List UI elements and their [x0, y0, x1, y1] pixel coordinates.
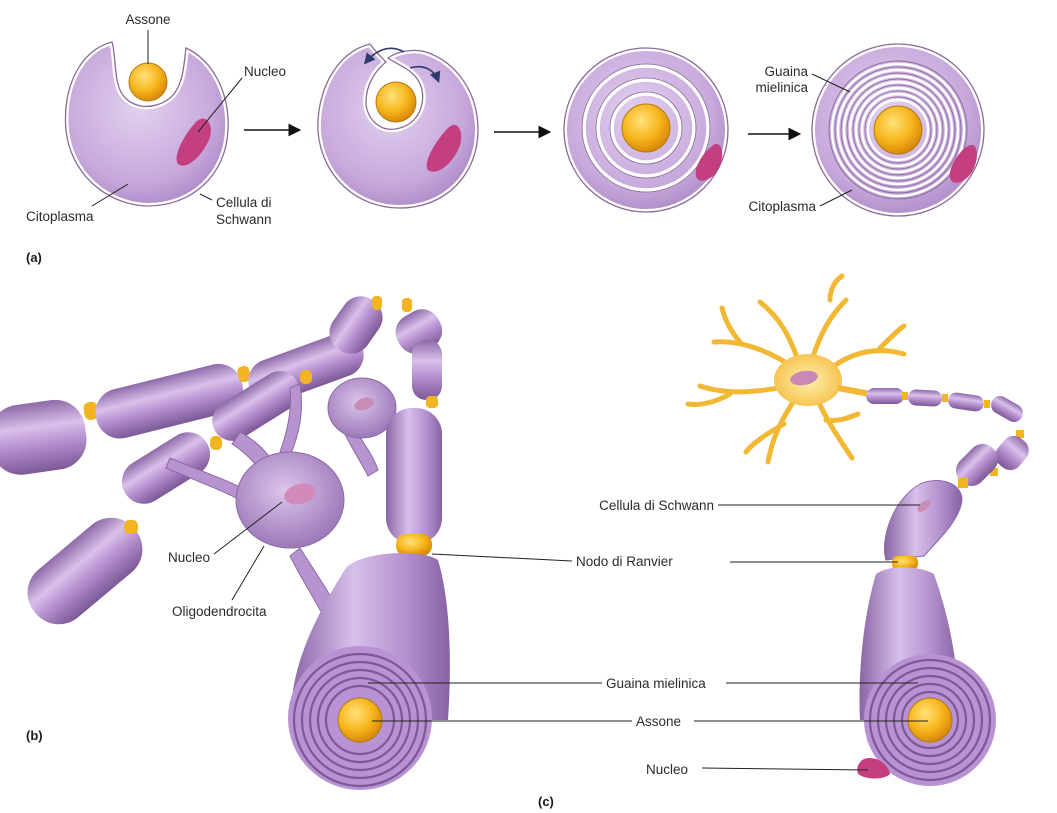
label-cellula-line2: Schwann — [216, 212, 272, 227]
label-nucleo-b: Nucleo — [120, 550, 210, 565]
stage-4-schwann-cell — [812, 44, 984, 216]
node-of-ranvier — [210, 436, 222, 450]
axon — [376, 82, 416, 122]
label-nucleo-c: Nucleo — [646, 762, 688, 777]
node-of-ranvier-b — [396, 534, 432, 556]
node-of-ranvier — [426, 396, 438, 408]
axon-b — [338, 698, 382, 742]
label-nodo-ranvier: Nodo di Ranvier — [576, 554, 673, 569]
label-nucleo-a: Nucleo — [244, 64, 286, 79]
schwann-myelinated-neuron — [688, 276, 1034, 786]
panel-label-c: (c) — [538, 794, 554, 809]
leader-lines-c — [368, 505, 928, 770]
stage-1-schwann-cell — [65, 42, 228, 206]
myelinated-fiber — [412, 340, 442, 400]
label-guaina-mielinica: Guaina mielinica — [606, 676, 706, 691]
label-oligodendrocita: Oligodendrocita — [172, 604, 267, 619]
schwann-cell-c — [884, 481, 962, 560]
node-of-ranvier — [124, 520, 138, 534]
myelin-layers-b — [288, 646, 432, 790]
label-cellula-line1: Cellula di — [216, 195, 272, 210]
label-citoplasma-a2: Citoplasma — [720, 199, 816, 214]
myelinated-fiber — [386, 408, 442, 544]
label-citoplasma-a: Citoplasma — [26, 209, 94, 224]
label-assone-a: Assone — [118, 12, 178, 27]
label-guaina-line2: mielinica — [728, 80, 808, 95]
myelinated-fiber — [0, 396, 90, 479]
axon — [874, 106, 922, 154]
panel-label-a: (a) — [26, 250, 42, 265]
stage-2-schwann-cell — [318, 44, 478, 208]
axon — [622, 104, 670, 152]
oligodendrocyte-fibers — [0, 288, 450, 790]
panel-label-b: (b) — [26, 728, 43, 743]
label-assone-c: Assone — [636, 714, 681, 729]
axon — [129, 63, 167, 101]
node-of-ranvier — [300, 370, 312, 384]
stage-3-schwann-cell — [564, 48, 728, 212]
node-of-ranvier — [372, 296, 382, 310]
axon-myelin-chain — [866, 388, 1034, 492]
label-guaina-line1: Guaina — [728, 64, 808, 79]
label-cellula-schwann: Cellula di Schwann — [560, 498, 714, 513]
node-of-ranvier — [402, 298, 412, 312]
axon-c — [908, 698, 952, 742]
